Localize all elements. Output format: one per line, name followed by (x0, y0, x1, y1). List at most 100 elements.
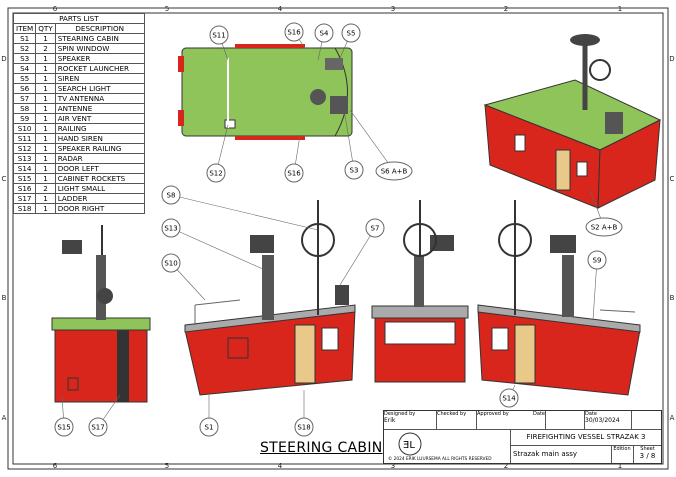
description-cell: SIREN (54, 73, 145, 84)
logo-icon: ƎL (398, 432, 422, 456)
item-cell: S10 (12, 123, 37, 134)
balloon-label: S16 (287, 170, 301, 178)
balloon-leader (339, 227, 376, 286)
balloon-label: S9 (593, 257, 602, 265)
column-header-item: ITEM (12, 23, 37, 34)
qty-cell: 1 (35, 123, 56, 134)
qty-cell: 1 (35, 33, 56, 44)
item-cell: S13 (12, 153, 37, 164)
qty-cell: 1 (35, 133, 56, 144)
date-value: 30/03/2024 (585, 417, 620, 424)
qty-cell: 1 (35, 163, 56, 174)
qty-cell: 1 (35, 73, 56, 84)
balloon (344, 160, 364, 180)
balloon-label: S8 (167, 192, 176, 200)
side-view-left (184, 200, 356, 396)
item-cell: S2 (12, 43, 37, 54)
balloon (284, 22, 304, 42)
checked-by-label: Checked by (437, 411, 477, 429)
balloon (199, 417, 219, 437)
balloon-label: S7 (371, 225, 380, 233)
zone-row-label: D (1, 55, 6, 63)
balloon (365, 218, 385, 238)
qty-cell: 1 (35, 93, 56, 104)
zone-column-label: 5 (165, 462, 169, 470)
edition-label: Edition (611, 446, 634, 463)
description-cell: SPEAKER (54, 53, 145, 64)
description-cell: ANTENNE (54, 103, 145, 114)
balloon (209, 25, 229, 45)
column-header-description: DESCRIPTION (54, 23, 145, 34)
designed-by-label: Designed by (384, 411, 416, 417)
zone-column-label: 2 (504, 5, 508, 13)
qty-cell: 1 (35, 193, 56, 204)
balloon (206, 163, 226, 183)
item-cell: S12 (12, 143, 37, 154)
description-cell: HAND SIREN (54, 133, 145, 144)
balloon-label: S13 (164, 225, 177, 233)
qty-cell: 1 (35, 103, 56, 114)
parts-list-title: PARTS LIST (13, 13, 145, 24)
qty-cell: 1 (35, 113, 56, 124)
item-cell: S3 (12, 53, 37, 64)
description-cell: DOOR RIGHT (54, 203, 145, 214)
balloon (54, 417, 74, 437)
item-cell: S17 (12, 193, 37, 204)
balloon (585, 217, 623, 237)
description-cell: TV ANTENNA (54, 93, 145, 104)
item-cell: S9 (12, 113, 37, 124)
description-cell: LADDER (54, 193, 145, 204)
balloon-label: S11 (212, 32, 225, 40)
part-name: Strazak main assy (511, 446, 612, 463)
zone-column-label: 1 (618, 5, 622, 13)
copyright: © 2024 ERIK LUURSEMA ALL RIGHTS RESERVED (388, 457, 492, 462)
date-label-2: Date (585, 411, 597, 417)
designed-by-value: Erik (384, 417, 396, 424)
zone-row-label: C (670, 175, 675, 183)
project-title: FIREFIGHTING VESSEL STRAZAK 3 (511, 430, 661, 446)
date-label: Date (533, 411, 545, 417)
qty-cell: 1 (35, 203, 56, 214)
item-cell: S6 (12, 83, 37, 94)
zone-row-label: B (2, 294, 7, 302)
drawing-title: STEERING CABIN (260, 440, 383, 456)
zone-row-label: A (670, 414, 675, 422)
balloon-label: S17 (91, 424, 104, 432)
zone-column-label: 1 (618, 462, 622, 470)
item-cell: S11 (12, 133, 37, 144)
balloon-label: S3 (350, 167, 359, 175)
front-view-left (51, 225, 151, 403)
description-cell: STEARING CABIN (54, 33, 145, 44)
balloon-label: S18 (297, 424, 310, 432)
zone-row-label: A (2, 414, 7, 422)
zone-column-label: 6 (53, 5, 58, 13)
sheet-number: 3 / 8 (639, 452, 656, 460)
description-cell: ROCKET LAUNCHER (54, 63, 145, 74)
balloon (294, 417, 314, 437)
description-cell: SPEAKER RAILING (54, 143, 145, 154)
zone-column-label: 3 (391, 5, 395, 13)
description-cell: RADAR (54, 153, 145, 164)
qty-cell: 1 (35, 143, 56, 154)
item-cell: S16 (12, 183, 37, 194)
zone-column-label: 4 (278, 462, 283, 470)
balloon (499, 388, 519, 408)
balloon-label: S4 (320, 30, 329, 38)
balloon-leader (349, 109, 395, 172)
balloon (587, 250, 607, 270)
balloon (284, 163, 304, 183)
balloon-label: S1 (205, 424, 214, 432)
item-cell: S14 (12, 163, 37, 174)
